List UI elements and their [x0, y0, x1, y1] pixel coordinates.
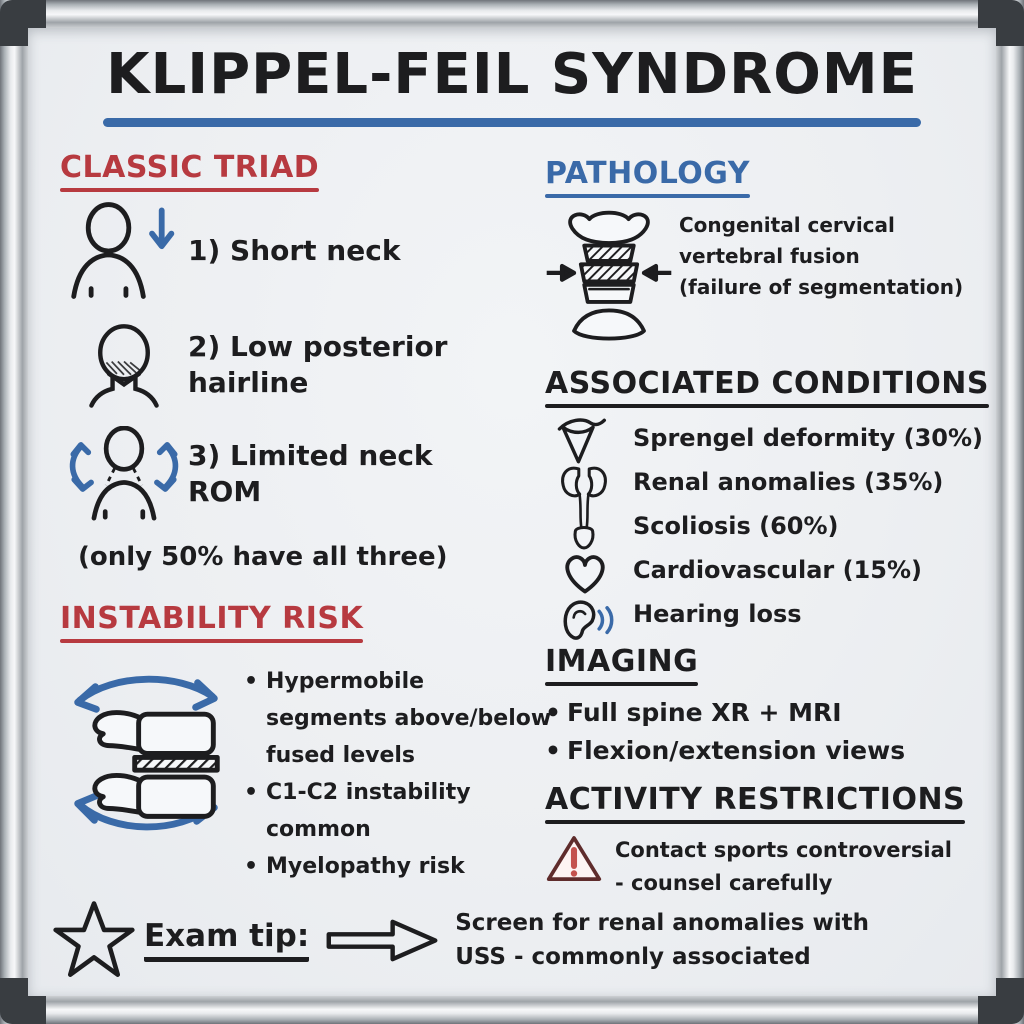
pathology-text: Congenital cervical vertebral fusion (fa… — [679, 213, 964, 299]
triad-item-low-hairline: 2) Low posterior hairline — [60, 314, 448, 416]
triad-item-short-neck: 1) Short neck — [60, 200, 448, 302]
triad-text: 2) Low posterior hairline — [188, 330, 448, 399]
section-activity-restrictions: ACTIVITY RESTRICTIONS Contact sports con… — [545, 782, 966, 900]
kidneys-icon — [561, 466, 607, 550]
condition-text: Renal anomalies (35%) — [633, 468, 944, 496]
title-underline — [103, 118, 921, 127]
heading-underline — [60, 188, 320, 192]
frame-right — [996, 0, 1024, 1024]
imaging-bullet: Full spine XR + MRI — [545, 694, 905, 732]
section-imaging: IMAGING Full spine XR + MRI Flexion/exte… — [545, 644, 905, 770]
instability-bullet: Myelopathy risk — [242, 848, 551, 885]
pathology-heading: PATHOLOGY — [545, 156, 750, 198]
instability-bullet: C1-C2 instability common — [242, 774, 551, 848]
fused-cervical-spine-icon — [546, 210, 672, 341]
imaging-bullet: Flexion/extension views — [545, 732, 905, 770]
condition-text: Sprengel deformity (30%) — [633, 424, 984, 452]
section-pathology: PATHOLOGY — [545, 156, 963, 350]
page-title: KLIPPEL-FEIL SYNDROME — [106, 42, 918, 107]
exam-tip-text: Screen for renal anomalies with USS - co… — [455, 910, 869, 970]
condition-row: Renal anomalies (35%) — [633, 460, 989, 504]
condition-row: Cardiovascular (15%) — [633, 548, 989, 592]
triad-text: 3) Limited neck ROM — [188, 439, 433, 508]
conditions-heading: ASSOCIATED CONDITIONS — [545, 366, 989, 408]
section-instability-risk: INSTABILITY RISK — [60, 601, 551, 885]
instability-bullet-list: Hypermobile segments above/below fused l… — [242, 663, 551, 885]
condition-row: Scoliosis (60%) — [633, 504, 989, 548]
block-arrow-icon — [326, 919, 438, 961]
heading-underline — [545, 820, 966, 824]
low-posterior-hairline-icon — [89, 323, 159, 408]
triad-note: (only 50% have all three) — [78, 542, 448, 572]
section-classic-triad: CLASSIC TRIAD 1) — [60, 150, 448, 572]
activity-heading: ACTIVITY RESTRICTIONS — [545, 782, 966, 824]
section-associated-conditions: ASSOCIATED CONDITIONS — [545, 366, 989, 640]
condition-text: Cardiovascular (15%) — [633, 556, 922, 584]
triad-text: 1) Short neck — [188, 234, 401, 267]
activity-text: Contact sports controversial - counsel c… — [615, 838, 952, 895]
whiteboard-surface: KLIPPEL-FEIL SYNDROME CLASSIC TRIAD — [28, 28, 996, 996]
triad-item-limited-rom: 3) Limited neck ROM — [60, 422, 448, 526]
instability-heading: INSTABILITY RISK — [60, 601, 364, 643]
hypermobile-vertebrae-icon — [74, 675, 220, 831]
classic-triad-heading: CLASSIC TRIAD — [60, 150, 320, 192]
limited-neck-rom-icon — [69, 426, 179, 521]
heading-underline — [545, 404, 989, 408]
warning-triangle-icon — [546, 836, 602, 881]
scapula-icon — [557, 418, 607, 464]
heading-underline — [60, 639, 364, 643]
imaging-bullet-list: Full spine XR + MRI Flexion/extension vi… — [545, 694, 905, 770]
heading-underline — [545, 194, 750, 198]
imaging-heading: IMAGING — [545, 644, 699, 686]
instability-bullet: Hypermobile segments above/below fused l… — [242, 663, 551, 774]
frame-bottom — [0, 996, 1024, 1024]
star-icon — [53, 901, 135, 977]
short-neck-person-icon — [71, 202, 175, 299]
conditions-list: Sprengel deformity (30%) Renal anomalies… — [545, 416, 989, 640]
frame-top — [0, 0, 1024, 28]
exam-tip-label: Exam tip: — [144, 918, 310, 962]
frame-left — [0, 0, 28, 1024]
condition-text: Hearing loss — [633, 600, 802, 628]
heading-underline — [545, 682, 699, 686]
exam-tip-row: Exam tip: Screen for renal anomalies wit… — [52, 898, 869, 982]
heart-icon — [565, 555, 605, 594]
ear-icon — [563, 600, 614, 640]
condition-row: Sprengel deformity (30%) — [633, 416, 989, 460]
condition-row: Hearing loss — [633, 592, 989, 636]
condition-text: Scoliosis (60%) — [633, 512, 839, 540]
